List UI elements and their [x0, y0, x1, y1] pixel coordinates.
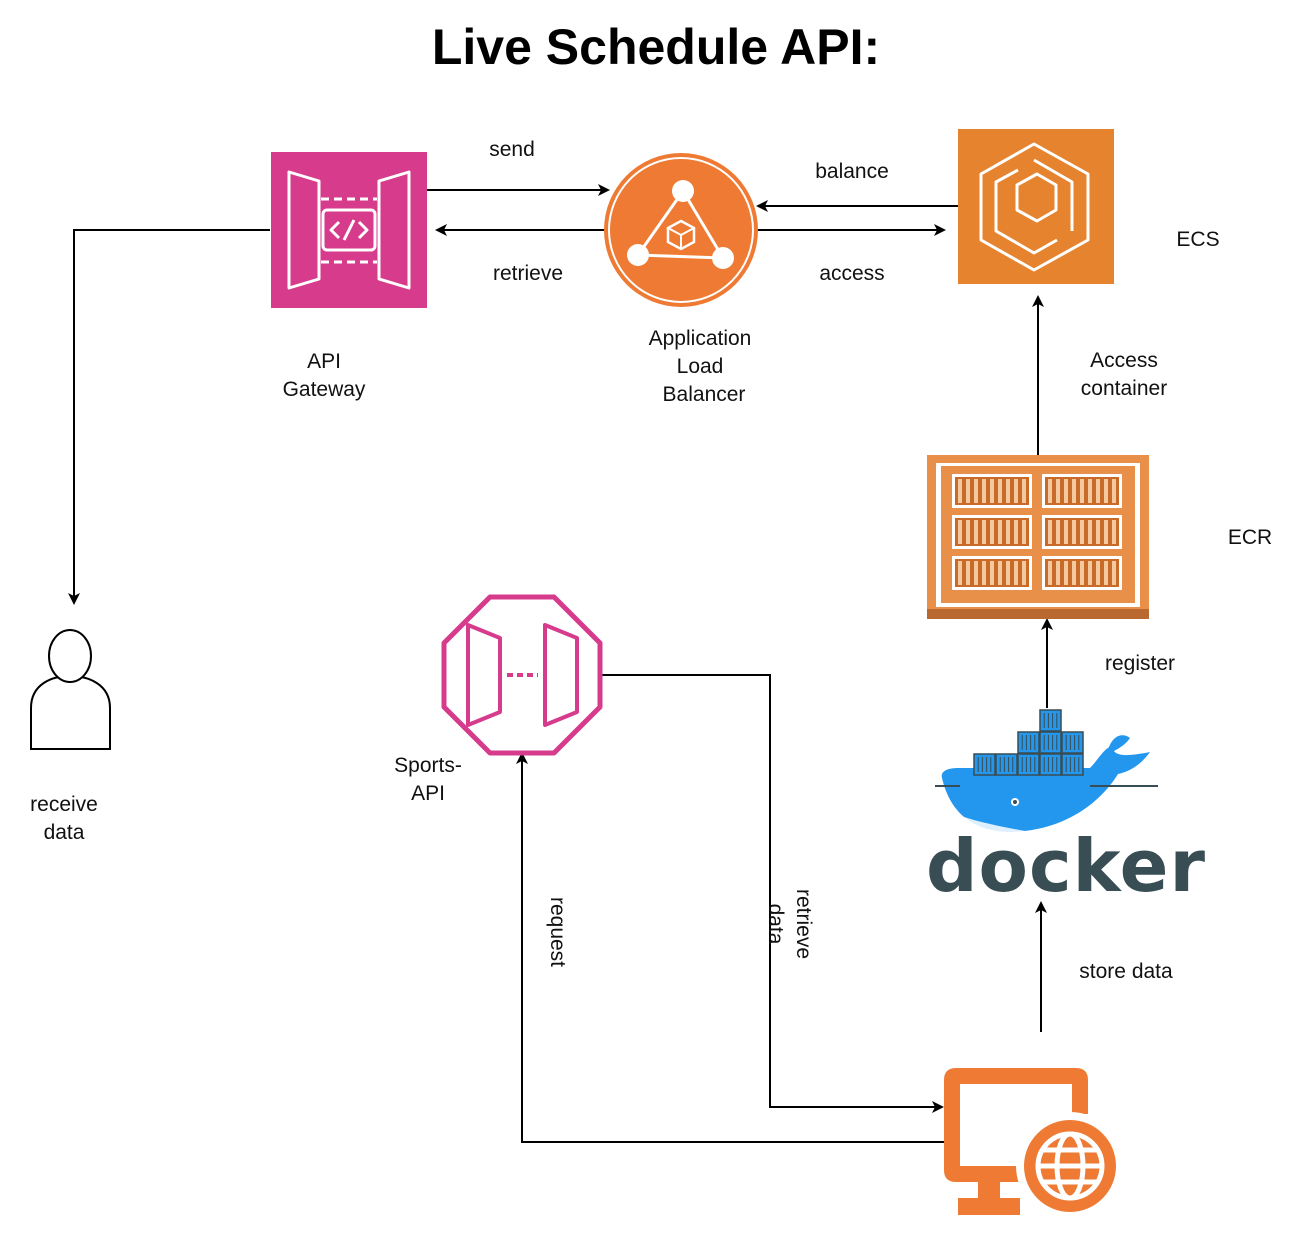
ecr-icon[interactable] [927, 455, 1149, 619]
alb-label: Application Load Balancer [620, 325, 780, 409]
docker-container-box [1061, 753, 1084, 776]
user-label: receive data [4, 791, 124, 847]
edge-label-retrieve-data: retrieve data [761, 869, 817, 979]
edge-label-send: send [489, 138, 535, 161]
edge-label-retrieve: retrieve [492, 262, 564, 285]
connectors [68, 184, 1053, 1143]
ecs-icon[interactable] [958, 129, 1114, 284]
ecr-crate [1042, 474, 1122, 508]
docker-container-box [1017, 731, 1040, 754]
api-gateway-label: API Gateway [264, 348, 384, 404]
docker-container-box [973, 753, 996, 776]
edge-label-request: request [546, 896, 569, 968]
alb-label-line1: Application [648, 327, 752, 350]
edge-label-retrieve-data-line1: retrieve [792, 888, 815, 960]
edge-label-register: register [1104, 652, 1176, 675]
edge-label-balance: balance [815, 160, 889, 183]
ecr-crate [1042, 556, 1122, 590]
edge-label-access-container-line1: Access [1090, 349, 1158, 372]
user-label-line1: receive [30, 793, 98, 816]
edge-label-retrieve-data-line2: data [764, 903, 787, 945]
client-desktop-icon[interactable] [944, 1068, 1124, 1220]
edge-gateway-to-user [68, 229, 270, 605]
edge-label-access: access [819, 262, 885, 285]
api-gateway-icon[interactable] [271, 152, 427, 308]
user-icon [30, 629, 111, 750]
docker-containers [973, 709, 1084, 776]
edge-label-access-container: Access container [1054, 347, 1194, 403]
edge-label-store-data: store data [1079, 960, 1173, 983]
sports-api-icon[interactable] [441, 594, 603, 756]
ecr-crate [1042, 515, 1122, 549]
user-label-line2: data [43, 821, 85, 844]
docker-container-box [1061, 731, 1084, 754]
alb-label-line3: Balancer [662, 383, 746, 406]
diagram-title: Live Schedule API: [431, 19, 881, 75]
edge-label-access-container-line2: container [1080, 377, 1168, 400]
edge-retrieve-data [602, 674, 944, 1113]
sports-api-label-line1: Sports- [394, 754, 462, 777]
api-gateway-label-line2: Gateway [282, 378, 366, 401]
ecr-label: ECR [1227, 526, 1273, 549]
ecr-crates [952, 474, 1122, 590]
sports-api-label-line2: API [411, 782, 445, 805]
application-load-balancer-icon[interactable] [604, 153, 758, 307]
docker-container-box [1039, 731, 1062, 754]
ecs-label: ECS [1176, 228, 1220, 251]
docker-container-box [995, 753, 1018, 776]
docker-whale-icon[interactable] [935, 709, 1158, 833]
docker-container-box [1017, 753, 1040, 776]
docker-container-box [1039, 753, 1062, 776]
ecr-crate [952, 474, 1032, 508]
alb-label-line2: Load [676, 355, 724, 378]
ecr-crate [952, 515, 1032, 549]
docker-wordmark: docker [926, 824, 1206, 908]
api-gateway-label-line1: API [307, 350, 341, 373]
edge-request [516, 752, 945, 1143]
ecr-crate [952, 556, 1032, 590]
sports-api-label: Sports- API [368, 752, 488, 808]
docker-container-box [1039, 709, 1062, 732]
